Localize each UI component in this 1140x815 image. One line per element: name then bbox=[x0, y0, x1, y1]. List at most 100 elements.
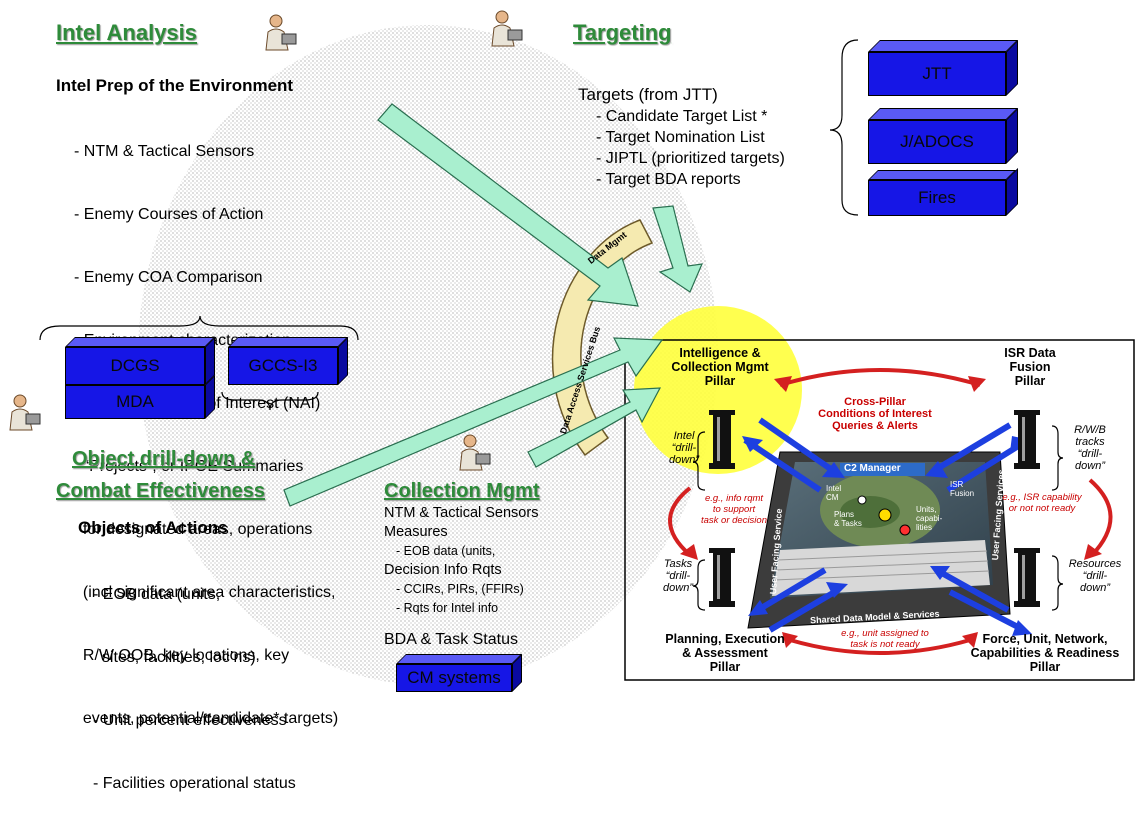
object-item: sites, facilities, loc’ns) bbox=[93, 649, 256, 666]
drill-line: down” bbox=[1080, 582, 1110, 594]
targeting-person-icon bbox=[491, 10, 523, 47]
note-line: task or decision bbox=[700, 515, 767, 526]
system-box-jtt: JTT bbox=[868, 40, 1018, 96]
object-item: - EOB data (units, bbox=[93, 586, 221, 603]
note-line: e.g., unit assigned to bbox=[841, 628, 929, 639]
screen-label: CM bbox=[826, 493, 839, 502]
intel-prep-subheading: Intel Prep of the Environment bbox=[56, 76, 294, 95]
objects-of-actions-subheading: Objects of Actions bbox=[78, 518, 228, 537]
cross-pillar-line: Queries & Alerts bbox=[832, 420, 918, 432]
system-box-gccs: GCCS-I3 bbox=[228, 337, 348, 385]
object-heading-line1: Object drill-down & bbox=[72, 448, 256, 470]
screen-label-isr: ISR Fusion bbox=[950, 480, 974, 498]
collection-line: Decision Info Rqts bbox=[384, 562, 502, 578]
note-line: to support bbox=[712, 504, 756, 515]
system-label: GCCS-I3 bbox=[228, 347, 338, 385]
drill-line: Intel bbox=[673, 430, 695, 442]
c2-screen-title-bar bbox=[840, 463, 925, 476]
collection-person-icon bbox=[459, 434, 491, 471]
object-heading-line2: Combat Effectiveness bbox=[56, 480, 265, 502]
intel-item: - “Projects”, or IPOE Summaries bbox=[74, 458, 304, 475]
drill-line: Resources bbox=[1068, 558, 1122, 570]
pillar-planning bbox=[709, 548, 735, 607]
collection-line: - EOB data (units, bbox=[396, 544, 496, 558]
screen-label: capabi- bbox=[916, 514, 943, 523]
object-items-list: - EOB data (units, sites, facilities, lo… bbox=[93, 542, 296, 815]
system-box-fires: Fires bbox=[868, 168, 1018, 216]
green-arrow-targeting bbox=[652, 205, 703, 293]
screen-label: Units, bbox=[916, 505, 937, 514]
screen-label-plans: Plans & Tasks bbox=[834, 510, 862, 528]
drill-intel: Intel “drill- down” bbox=[664, 430, 704, 466]
cross-pillar-line: Conditions of Interest bbox=[818, 408, 932, 420]
system-label: MDA bbox=[65, 385, 205, 419]
intel-item: - NTM & Tactical Sensors bbox=[74, 143, 255, 160]
object-item: - Unit percent effectiveness bbox=[93, 712, 287, 729]
pillar-label-line: Pillar bbox=[1029, 660, 1061, 674]
targeting-item: - Candidate Target List * bbox=[596, 108, 768, 125]
system-label: CM systems bbox=[396, 664, 512, 692]
system-label: DCGS bbox=[65, 347, 205, 385]
drill-line: Tasks bbox=[663, 558, 693, 570]
collection-lines: NTM & Tactical Sensors Measures - EOB da… bbox=[384, 504, 538, 618]
intel-item: - Enemy Courses of Action bbox=[74, 206, 264, 223]
pillar-label-line: & Assessment bbox=[682, 646, 768, 660]
screen-label-units: Units, capabi- lities bbox=[916, 505, 942, 532]
object-item: - Facilities operational status bbox=[93, 775, 296, 792]
diagram-background bbox=[39, 25, 1135, 685]
drill-rwb: R/W/B tracks “drill- down” bbox=[1062, 424, 1118, 472]
collection-line: - CCIRs, PIRs, (FFIRs) bbox=[396, 582, 524, 596]
drill-line: “drill- bbox=[1082, 570, 1108, 582]
system-box-dcgs: DCGS bbox=[65, 337, 215, 385]
drill-line: down” bbox=[1075, 460, 1105, 472]
pillar-label-line: Pillar bbox=[709, 660, 741, 674]
screen-label-intel: Intel CM bbox=[826, 484, 841, 502]
intel-item: R/W OOB, key locations, key bbox=[74, 647, 290, 664]
dotted-globe bbox=[138, 25, 718, 685]
green-arrow-collection bbox=[527, 387, 662, 468]
drill-resources: Resources “drill- down” bbox=[1060, 558, 1130, 594]
intel-item: (incl significant area characteristics, bbox=[74, 584, 336, 601]
bracket-right-systems bbox=[829, 39, 859, 216]
highlight-circle bbox=[634, 306, 802, 474]
note-info-rqmt: e.g., info rqmt to support task or decis… bbox=[694, 493, 774, 526]
targeting-item: - Target Nomination List bbox=[596, 129, 765, 146]
screen-label: Plans bbox=[834, 510, 855, 519]
intel-analysis-heading: Intel Analysis bbox=[56, 20, 198, 45]
pillar-label-line: Planning, Execution bbox=[665, 632, 785, 646]
targeting-items-list: - Candidate Target List * - Target Nomin… bbox=[596, 106, 785, 190]
c2-panel-border bbox=[624, 339, 1135, 681]
note-unit-assigned: e.g., unit assigned to task is not ready bbox=[830, 628, 940, 650]
pillar-label-line: Pillar bbox=[1014, 374, 1046, 388]
drill-line: down” bbox=[669, 454, 699, 466]
pillar-force bbox=[1014, 548, 1040, 607]
drill-line: “drill- bbox=[1077, 448, 1103, 460]
system-label: J/ADOCS bbox=[868, 120, 1006, 164]
cross-pillar-line: Cross-Pillar bbox=[844, 396, 906, 408]
note-isr-capability: e.g., ISR capability or not not ready bbox=[992, 492, 1092, 514]
bda-task-status: BDA & Task Status bbox=[384, 631, 518, 648]
pillar-label-line: Intelligence & bbox=[679, 346, 761, 360]
drill-line: “drill- bbox=[671, 442, 697, 454]
targeting-item: - Target BDA reports bbox=[596, 171, 741, 188]
note-line: e.g., info rqmt bbox=[704, 493, 764, 504]
drill-line: down” bbox=[663, 582, 693, 594]
collection-heading: Collection Mgmt bbox=[384, 480, 540, 502]
green-arrow-object bbox=[283, 337, 664, 507]
pillar-label-planning: Planning, Execution & Assessment Pillar bbox=[650, 632, 800, 674]
system-box-cm: CM systems bbox=[396, 654, 522, 692]
pillar-label-force: Force, Unit, Network, Capabilities & Rea… bbox=[960, 632, 1130, 674]
drill-line: “drill- bbox=[665, 570, 691, 582]
collection-line: - Rqts for Intel info bbox=[396, 601, 499, 615]
pillar-label-line: Collection Mgmt bbox=[671, 360, 769, 374]
drill-tasks: Tasks “drill- down” bbox=[656, 558, 700, 594]
intel-item: for designated areas, operations bbox=[74, 521, 313, 538]
drill-line: tracks bbox=[1075, 436, 1105, 448]
drill-line: R/W/B bbox=[1074, 424, 1106, 436]
pillar-label-line: ISR Data bbox=[1004, 346, 1056, 360]
targeting-item: - JIPTL (prioritized targets) bbox=[596, 150, 785, 167]
screen-label: lities bbox=[916, 523, 933, 532]
pillar-label-line: Pillar bbox=[704, 374, 736, 388]
system-box-mda: MDA bbox=[65, 375, 215, 419]
system-label: Fires bbox=[868, 180, 1006, 216]
